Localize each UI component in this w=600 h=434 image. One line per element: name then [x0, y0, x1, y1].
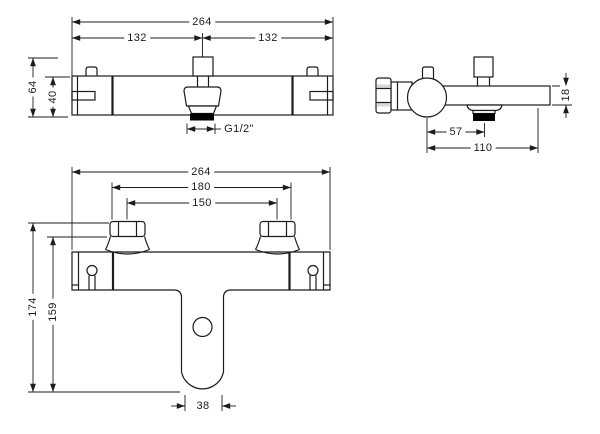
- right-fixing-screw: [307, 264, 319, 277]
- right-top-lug: [306, 66, 319, 76]
- dim-spout-overall-width: 264: [188, 166, 214, 178]
- dim-spout-minor-height: 159: [47, 299, 59, 325]
- dim-front-left-half: 132: [124, 32, 150, 44]
- side-view: [375, 56, 551, 121]
- front-spout-view: [71, 220, 331, 390]
- thermostat-knob: [406, 77, 448, 118]
- bottom-outlet-body: [183, 86, 222, 107]
- spout-hole: [192, 316, 213, 338]
- left-top-lug: [85, 66, 98, 76]
- side-view-dimension-lines: [426, 73, 572, 153]
- left-fixing-screw: [86, 264, 98, 277]
- inlet-hex-nut: [375, 77, 392, 114]
- right-inlet-nut: [259, 220, 296, 238]
- left-inlet-nut: [109, 220, 146, 238]
- dim-spout-inlet-outer: 180: [188, 181, 214, 193]
- left-bracket-slot: [71, 90, 96, 101]
- dim-spout-total-height: 174: [27, 294, 39, 320]
- dim-side-knob-to-outlet: 57: [446, 126, 466, 138]
- bottom-outlet-side: [466, 104, 503, 112]
- dim-front-overall-width: 264: [189, 16, 215, 28]
- top-outlet-port: [192, 56, 214, 77]
- right-inlet-shroud: [254, 236, 301, 255]
- dim-front-total-height: 64: [27, 77, 39, 97]
- dim-outlet-thread: G1/2": [224, 123, 254, 135]
- outlet-seal-ring: [190, 113, 214, 121]
- dim-side-total-depth: 110: [470, 142, 496, 154]
- dim-front-right-half: 132: [255, 32, 281, 44]
- dim-front-body-height: 40: [47, 87, 59, 107]
- bottom-outlet-cone: [187, 105, 218, 115]
- dim-side-bar-thickness: 18: [560, 85, 572, 105]
- top-outlet-port-side: [473, 56, 494, 78]
- outlet-seal-ring-side: [473, 113, 495, 121]
- left-inlet-shroud: [104, 236, 151, 255]
- dim-spout-width: 38: [196, 400, 210, 412]
- right-bracket-slot: [309, 90, 334, 101]
- dim-spout-inlet-centres: 150: [189, 197, 215, 209]
- front-view: [71, 56, 334, 121]
